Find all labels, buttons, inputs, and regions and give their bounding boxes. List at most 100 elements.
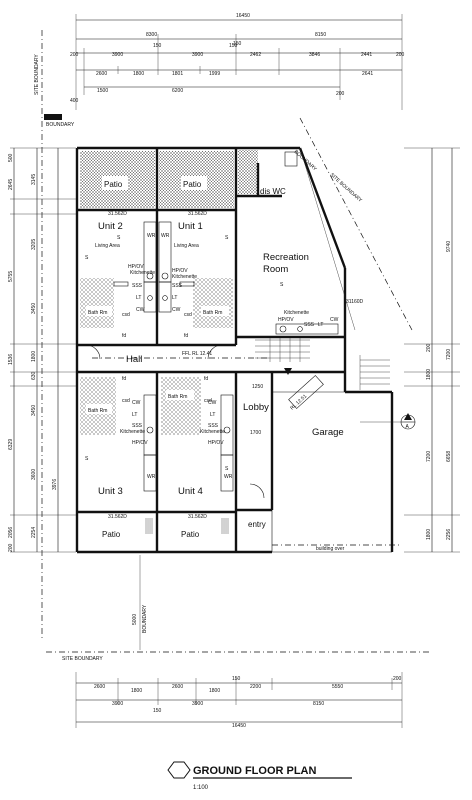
right-dim-text: 6658 [446, 451, 452, 462]
top-dim-text: 200 [336, 91, 345, 97]
bottom-dim-text: 3900 [192, 701, 203, 707]
csd-label: csd [184, 312, 192, 318]
right-dim-text: 7200 [446, 349, 452, 360]
bottom-dimensions: 2600 1800 2600 1800 150 2200 5550 200 39… [75, 672, 403, 729]
left-dim-text: 5755 [8, 271, 14, 282]
bottom-dim-text: 2600 [94, 684, 105, 690]
boundary-marker-fill [44, 114, 62, 120]
patio-unit4-label: Patio [181, 530, 200, 539]
left-dim-text: 1800 [31, 351, 37, 362]
rec-kitchen-bench [275, 323, 339, 335]
unit1-rl: 31.562D [188, 211, 207, 217]
dis-wc-tiles [238, 150, 258, 194]
lt-label: LT [132, 412, 137, 418]
top-dim-text: 1801 [172, 71, 183, 77]
bath-unit2-label: Bath Rm [88, 310, 107, 316]
right-dim-text: 200 [426, 343, 432, 352]
left-dim-text: 2645 [8, 179, 14, 190]
top-overall-dim: 16450 [236, 13, 250, 19]
left-dim-text: 200 [8, 543, 14, 552]
s-mark: S [85, 255, 89, 261]
hp-ov-label: HP/OV [172, 268, 188, 274]
right-dim-text: 9740 [446, 241, 452, 252]
hp-ov-label: HP/OV [132, 440, 148, 446]
top-dim-text: 8150 [315, 32, 326, 38]
sss-label: SSS [132, 283, 143, 289]
title-hexagon-icon [167, 761, 191, 779]
left-dim-text: 1536 [8, 354, 14, 365]
bottom-dim-text: 150 [232, 676, 241, 682]
left-dim-text: 3600 [31, 469, 37, 480]
patio-unit3-label: Patio [102, 530, 121, 539]
site-boundary-label-left: SITE BOUNDARY [34, 54, 40, 95]
rec-hp-ov-label: HP/OV [278, 317, 294, 323]
left-dim-text: 630 [31, 371, 37, 380]
bath-unit4-tiles [161, 377, 201, 435]
cw-label: CW [136, 307, 145, 313]
right-dim-text: 1800 [426, 369, 432, 380]
cw-label: CW [208, 400, 217, 406]
top-dim-text: 150 [153, 43, 162, 49]
wc-fixture [284, 151, 298, 167]
bath-unit1-tiles [193, 278, 233, 328]
lt-label: LT [172, 295, 177, 301]
right-dim-text: 1800 [426, 529, 432, 540]
top-dimensions: 16450 8300 150 8150 200 3900 150 3900 15… [44, 13, 405, 128]
hp-ov-label: HP/OV [128, 264, 144, 270]
left-dimensions: 500 2645 5755 1536 6329 2056 200 3145 32… [8, 147, 76, 553]
lobby-label: Lobby [243, 402, 269, 413]
left-dim-text: 3976 [52, 479, 58, 490]
left-dim-text: 2056 [8, 527, 14, 538]
patio-label-bg [181, 176, 207, 190]
right-dim-text: 2256 [446, 529, 452, 540]
boundary-label: BOUNDARY [46, 122, 75, 128]
hall-door-swing [207, 344, 223, 360]
site-boundary-label-bottom: SITE BOUNDARY [62, 656, 103, 662]
section-marker-letter: A [406, 424, 410, 430]
door-swing [179, 281, 195, 287]
kitchenette-label: Kitchenette [120, 429, 145, 435]
s-mark: S [280, 282, 284, 288]
top-dim-text: 150 [233, 41, 242, 47]
cw-label: CW [132, 400, 141, 406]
top-dim-text: 3846 [309, 52, 320, 58]
drawing-scale: 1:100 [193, 785, 209, 791]
patio-unit2-label: Patio [104, 180, 123, 189]
patio-unit1-label: Patio [183, 180, 202, 189]
top-dim-text: 6200 [172, 88, 183, 94]
entry-label: entry [248, 520, 266, 529]
unit2-label: Unit 2 [98, 221, 123, 232]
right-dimensions: 9740 7200 7200 1800 2256 200 1800 6658 [404, 147, 460, 553]
s-mark: S [85, 456, 89, 462]
top-dim-text: 2641 [362, 71, 373, 77]
lt-label: LT [210, 412, 215, 418]
fd-label: fd [122, 333, 126, 339]
unit1-living-label: Living Area [174, 243, 199, 249]
wr-label: WR [147, 233, 156, 239]
sss-label: SSS [208, 423, 219, 429]
unit3-rl: 31.562D [108, 514, 127, 520]
left-dim-text: 2254 [31, 527, 37, 538]
door-swing [113, 281, 129, 287]
left-dim-text: 3145 [31, 174, 37, 185]
wr-label: WR [161, 233, 170, 239]
site-boundary-label-diagonal: SITE BOUNDARY [329, 172, 364, 204]
unit3-label: Unit 3 [98, 486, 123, 497]
bath-unit4-label: Bath Rm [168, 394, 187, 400]
bottom-dim-text: 5550 [332, 684, 343, 690]
rl-tag-box [288, 375, 324, 409]
kitchenette-label: Kitchenette [200, 429, 225, 435]
building-over-label: building over [316, 546, 345, 552]
cw-label: CW [172, 307, 181, 313]
dis-wc-label: dis WC [260, 187, 286, 196]
fd-label: fd [184, 333, 188, 339]
right-dim-text: 7200 [426, 451, 432, 462]
s-mark: S [225, 235, 229, 241]
left-dim-text: 6329 [8, 439, 14, 450]
unit2-rl: 31.562D [108, 211, 127, 217]
top-dim-text: 200 [70, 52, 79, 58]
bath-unit3-label: Bath Rm [88, 408, 107, 414]
unit4-rl: 31.562D [188, 514, 207, 520]
bottom-dim-text: 200 [393, 676, 402, 682]
